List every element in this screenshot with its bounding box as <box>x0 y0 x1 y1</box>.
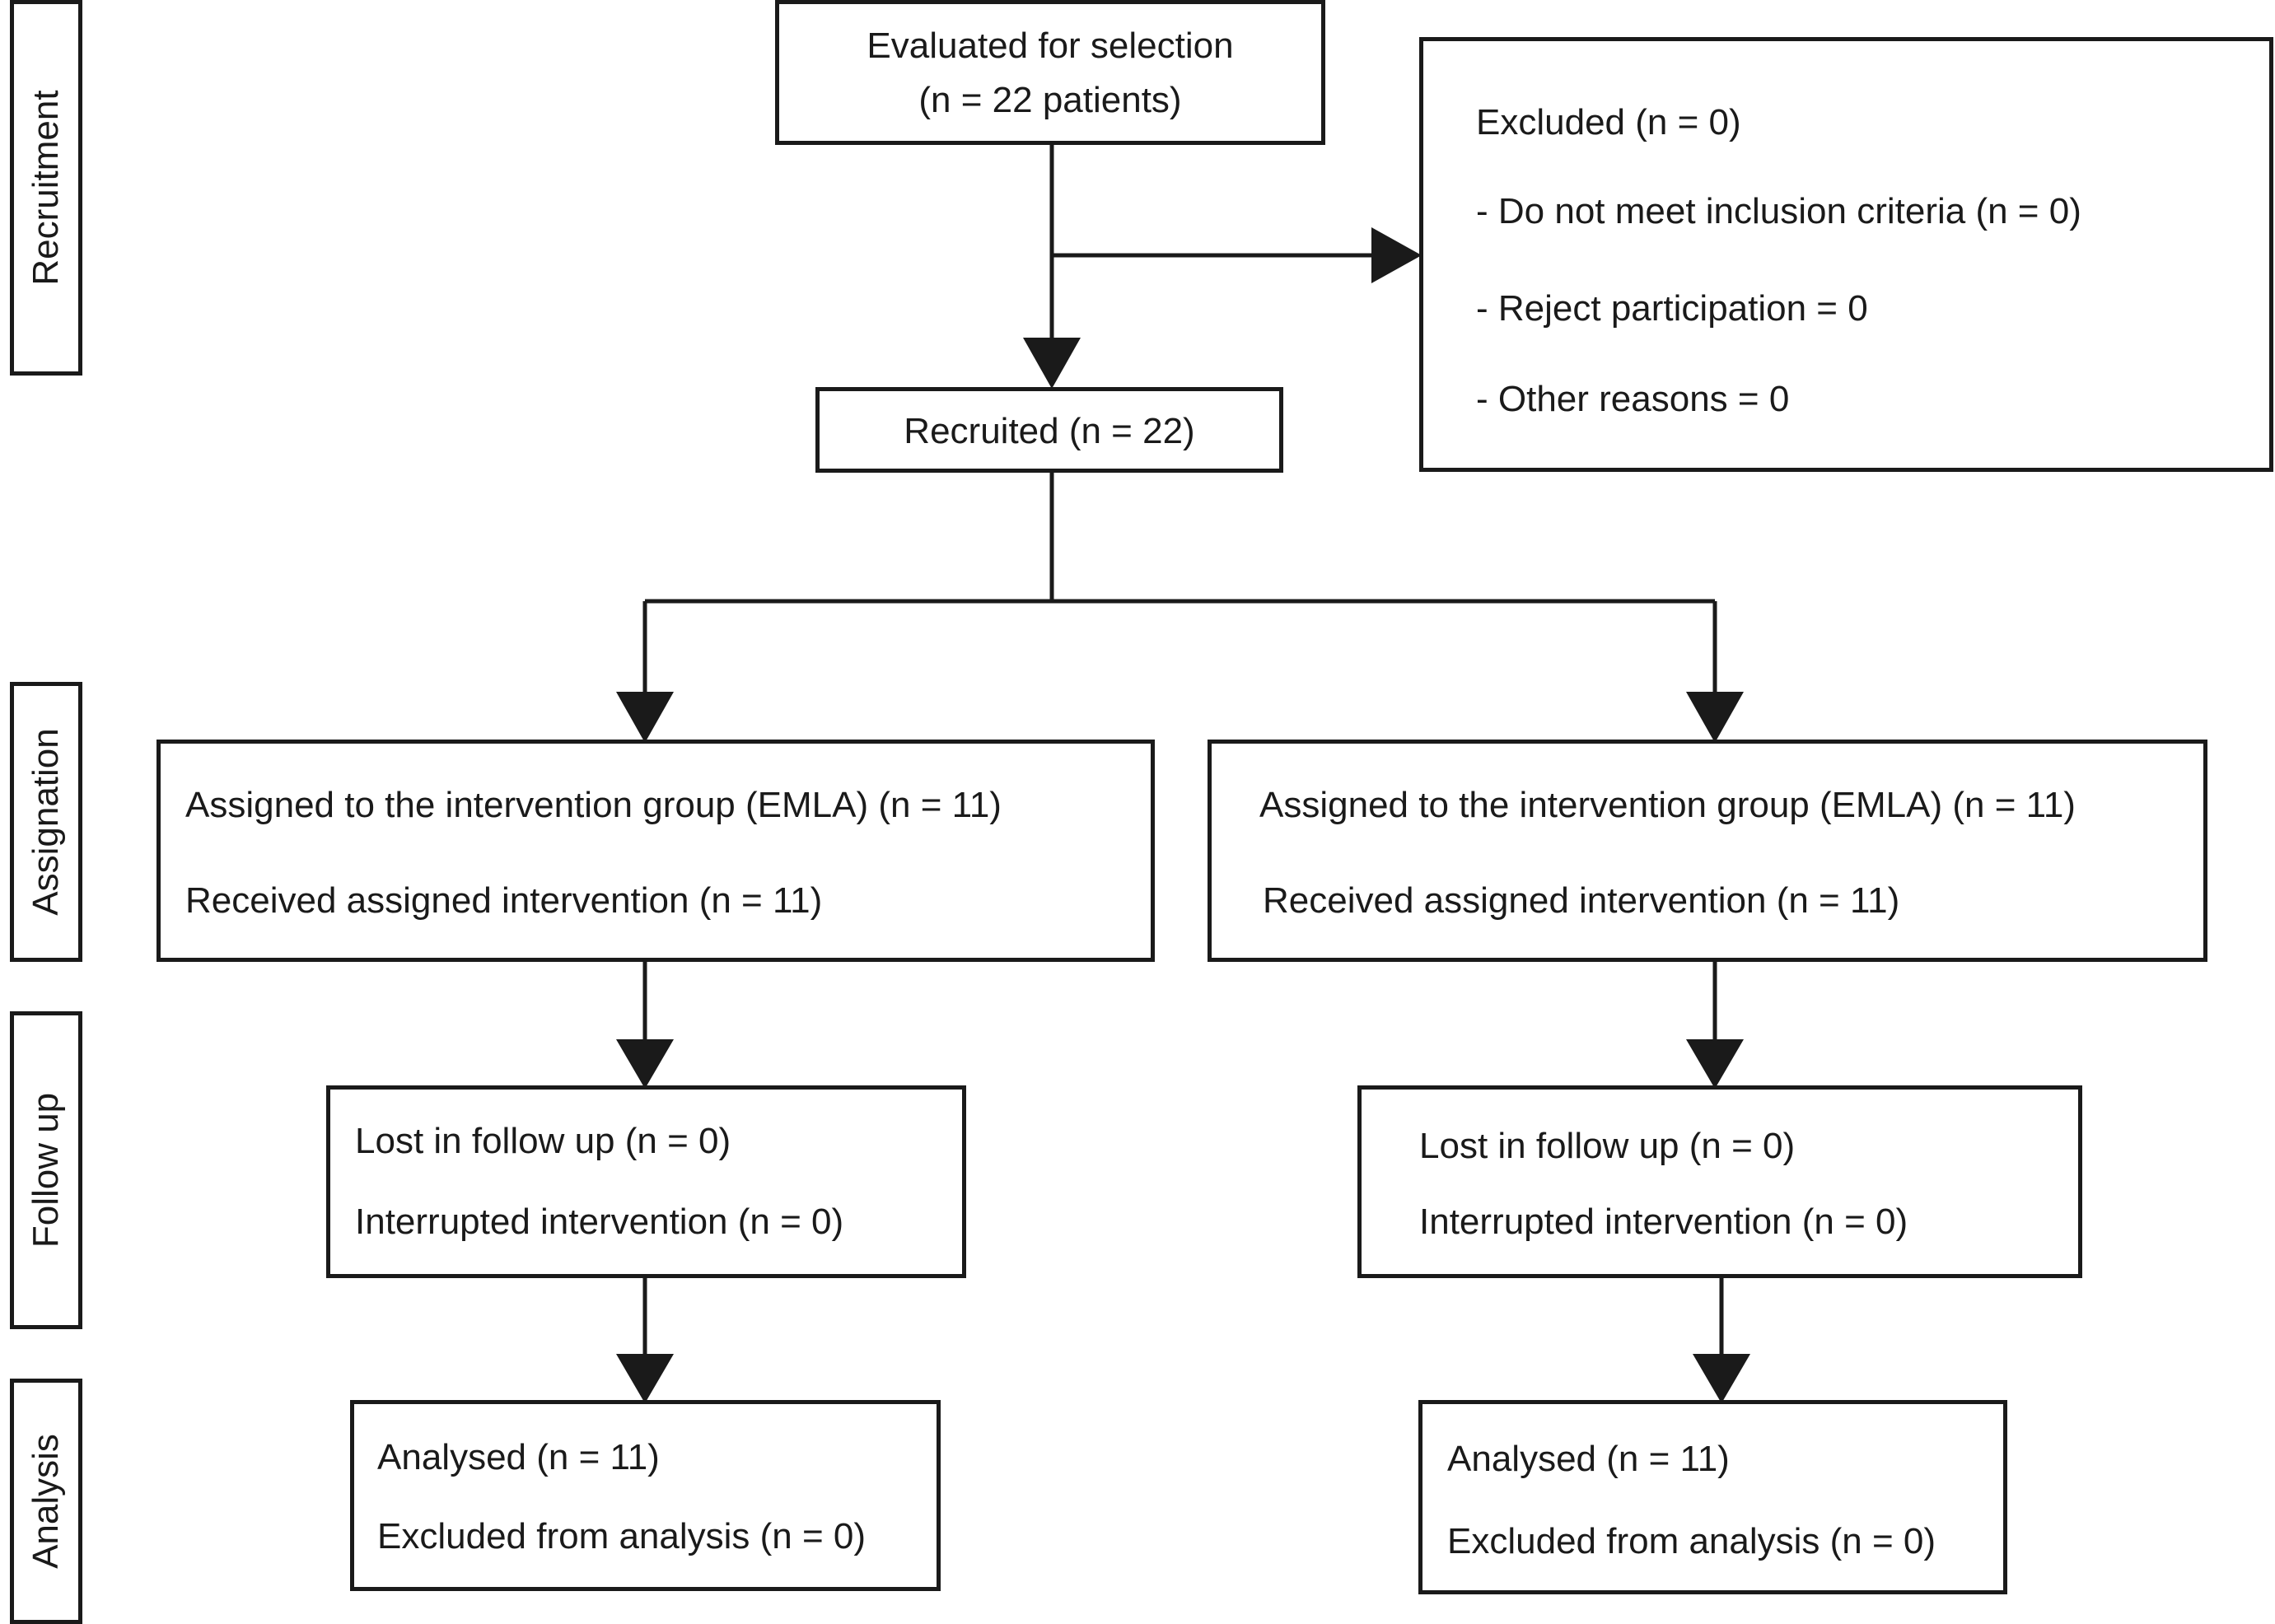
arrowhead-to-excluded <box>1371 227 1422 283</box>
evaluated-line-2: (n = 22 patients) <box>918 80 1182 120</box>
right-excluded-analysis-text: Excluded from analysis (n = 0) <box>1447 1521 1936 1561</box>
arrowhead-to-right-assign <box>1686 692 1744 743</box>
arrowhead-to-left-assign <box>616 692 674 743</box>
arrowhead-to-left-analysis <box>616 1354 674 1403</box>
excluded-reason-1: - Do not meet inclusion criteria (n = 0) <box>1476 191 2081 231</box>
left-received-text: Received assigned intervention (n = 11) <box>185 880 823 921</box>
left-assignation-box: Assigned to the intervention group (EMLA… <box>156 740 1155 962</box>
phase-follow-up: Follow up <box>10 1011 82 1329</box>
left-interrupted-text: Interrupted intervention (n = 0) <box>355 1202 844 1242</box>
recruited-box: Recruited (n = 22) <box>815 387 1283 473</box>
phase-recruitment-label: Recruitment <box>26 90 66 286</box>
phase-recruitment: Recruitment <box>10 0 82 376</box>
right-analysis-box: Analysed (n = 11) Excluded from analysis… <box>1418 1400 2007 1594</box>
excluded-box: Excluded (n = 0) - Do not meet inclusion… <box>1419 37 2273 472</box>
left-follow-up-box: Lost in follow up (n = 0) Interrupted in… <box>326 1085 966 1278</box>
phase-follow-up-label: Follow up <box>26 1092 66 1248</box>
excluded-reason-2: - Reject participation = 0 <box>1476 288 1868 329</box>
arrowhead-to-right-follow <box>1686 1039 1744 1089</box>
phase-analysis: Analysis <box>10 1379 82 1624</box>
right-analysed-text: Analysed (n = 11) <box>1447 1439 1730 1479</box>
phase-assignation: Assignation <box>10 682 82 962</box>
right-assigned-text: Assigned to the intervention group (EMLA… <box>1259 785 2076 825</box>
right-follow-up-box: Lost in follow up (n = 0) Interrupted in… <box>1357 1085 2082 1278</box>
arrowhead-to-left-follow <box>616 1039 674 1089</box>
arrowhead-to-right-analysis <box>1693 1354 1750 1403</box>
right-received-text: Received assigned intervention (n = 11) <box>1263 880 1900 921</box>
evaluated-line-1: Evaluated for selection <box>867 26 1234 66</box>
excluded-reason-3: - Other reasons = 0 <box>1476 379 1790 419</box>
phase-analysis-label: Analysis <box>26 1434 66 1569</box>
left-lost-text: Lost in follow up (n = 0) <box>355 1121 731 1161</box>
recruited-label: Recruited (n = 22) <box>904 411 1195 451</box>
right-assignation-box: Assigned to the intervention group (EMLA… <box>1208 740 2207 962</box>
arrowhead-to-recruited <box>1023 338 1081 389</box>
left-analysis-box: Analysed (n = 11) Excluded from analysis… <box>350 1400 941 1591</box>
left-assigned-text: Assigned to the intervention group (EMLA… <box>185 785 1002 825</box>
right-interrupted-text: Interrupted intervention (n = 0) <box>1419 1202 1908 1242</box>
left-excluded-analysis-text: Excluded from analysis (n = 0) <box>377 1516 867 1556</box>
left-analysed-text: Analysed (n = 11) <box>377 1437 660 1477</box>
right-lost-text: Lost in follow up (n = 0) <box>1419 1126 1796 1166</box>
phase-assignation-label: Assignation <box>26 728 66 916</box>
excluded-title: Excluded (n = 0) <box>1476 102 1741 142</box>
evaluated-box: Evaluated for selection (n = 22 patients… <box>775 0 1325 145</box>
